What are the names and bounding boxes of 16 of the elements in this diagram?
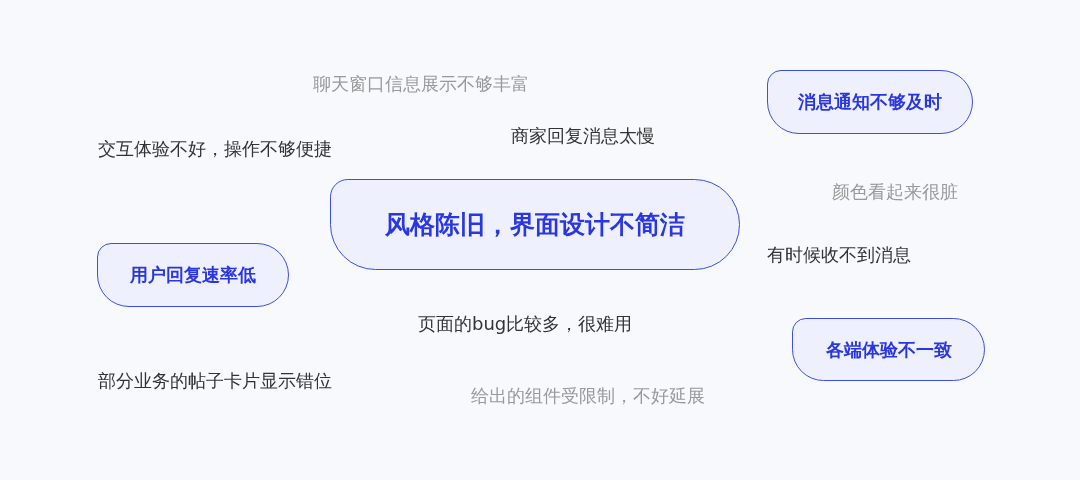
comment-text: 交互体验不好，操作不够便捷 [98, 137, 332, 161]
comment-text: 部分业务的帖子卡片显示错位 [98, 369, 332, 393]
pill-text: 用户回复速率低 [130, 263, 256, 287]
comment-text: 颜色看起来很脏 [832, 180, 958, 204]
pill-box [97, 243, 289, 307]
pill-text: 风格陈旧，界面设计不简洁 [385, 209, 685, 241]
comment-text: 聊天窗口信息展示不够丰富 [313, 72, 529, 96]
comment-text: 商家回复消息太慢 [511, 124, 655, 148]
comment-text: 有时候收不到消息 [767, 243, 911, 267]
pill-box [792, 318, 985, 381]
pill-box [767, 70, 973, 134]
comment-text: 给出的组件受限制，不好延展 [471, 384, 705, 408]
pill-text: 各端体验不一致 [825, 337, 952, 362]
pill-text: 消息通知不够及时 [798, 90, 942, 114]
pill-box [330, 179, 740, 270]
comment-text: 页面的bug比较多，很难用 [418, 312, 633, 336]
